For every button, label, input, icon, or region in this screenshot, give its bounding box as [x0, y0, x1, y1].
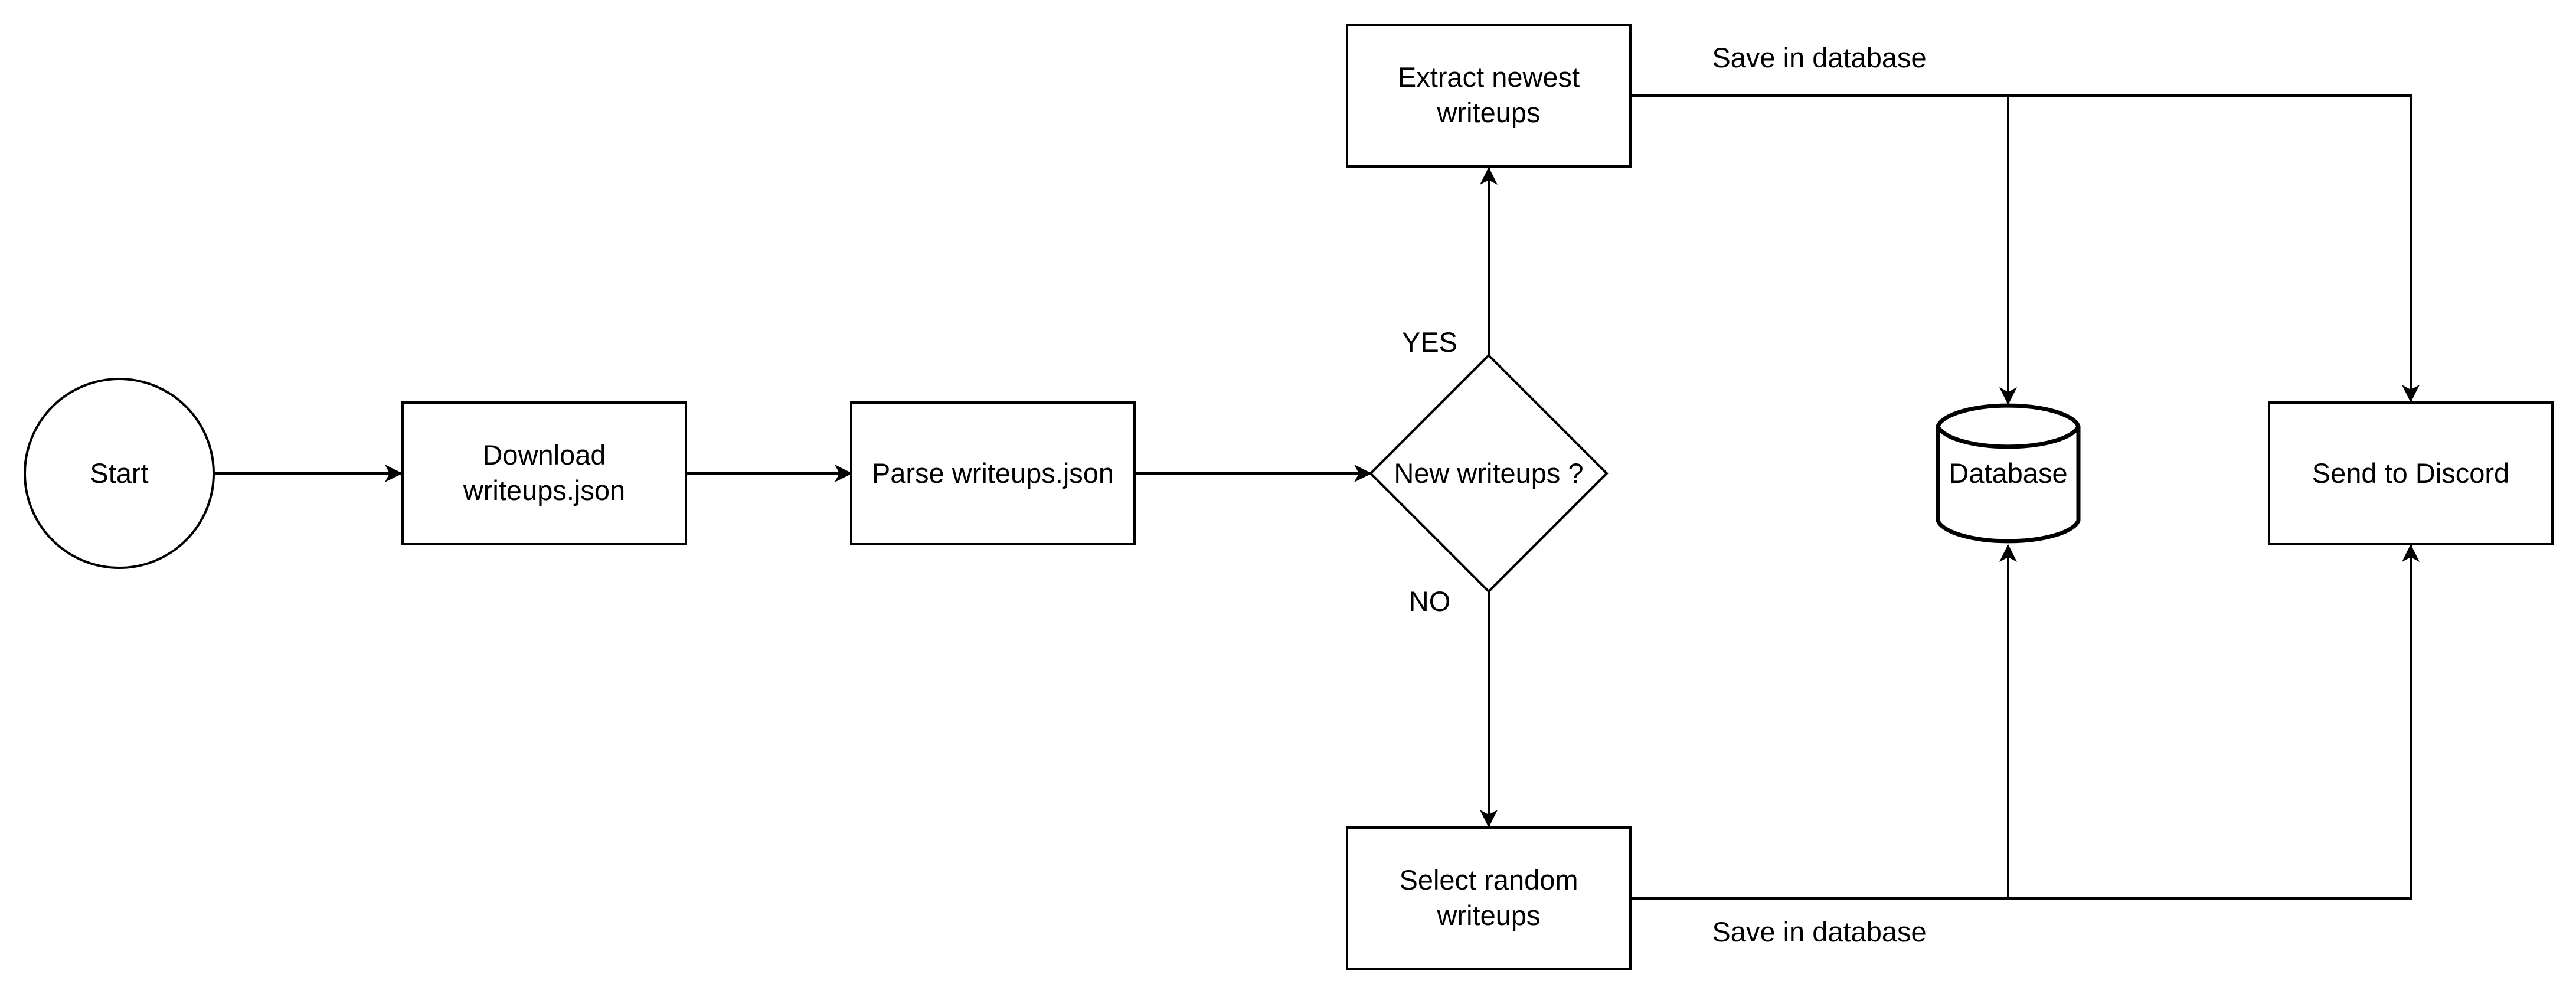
- node-decision: New writeups ?: [1369, 354, 1609, 593]
- node-database: Database: [1936, 403, 2081, 544]
- edge-label-save-top: Save in database: [1712, 42, 1926, 73]
- node-start-label: Start: [90, 457, 148, 489]
- node-extract-label-line1: Extract newest: [1398, 61, 1580, 93]
- node-select-label-line2: writeups: [1436, 900, 1540, 931]
- node-start: Start: [24, 378, 215, 569]
- node-parse-label: Parse writeups.json: [872, 457, 1114, 489]
- node-parse: Parse writeups.json: [850, 401, 1136, 545]
- node-download: Download writeups.json: [401, 401, 687, 545]
- edges: [214, 94, 2420, 900]
- node-discord: Send to Discord: [2268, 401, 2554, 545]
- node-download-label-line2: writeups.json: [463, 475, 625, 506]
- edge-extract-to-discord: [1630, 94, 2420, 403]
- node-select: Select random writeups: [1346, 826, 1632, 970]
- edge-select-to-discord: [1630, 544, 2420, 900]
- node-decision-label: New writeups ?: [1394, 457, 1583, 489]
- node-extract: Extract newest writeups: [1346, 24, 1632, 168]
- node-select-label-line1: Select random: [1399, 864, 1578, 895]
- edge-label-no: NO: [1409, 586, 1451, 617]
- edge-label-yes: YES: [1402, 326, 1457, 358]
- node-download-label-line1: Download: [482, 439, 606, 470]
- node-extract-label-line2: writeups: [1436, 97, 1540, 128]
- edge-label-save-bottom: Save in database: [1712, 916, 1926, 947]
- node-database-label: Database: [1949, 457, 2067, 489]
- node-discord-label: Send to Discord: [2312, 457, 2509, 489]
